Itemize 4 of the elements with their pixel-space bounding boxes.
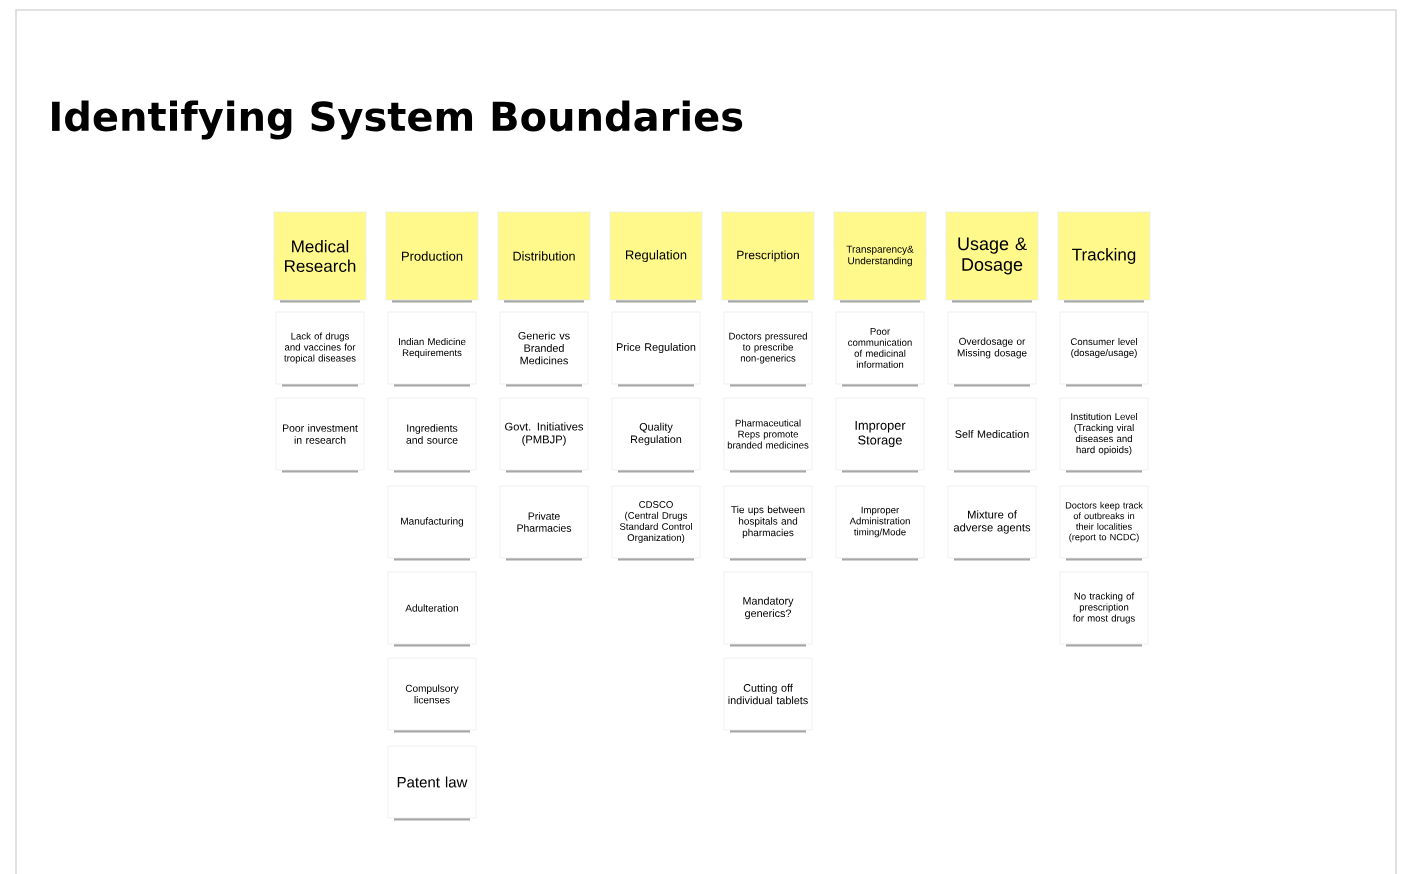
sticky-note-header: Tracking (1057, 211, 1151, 303)
sticky-note-header: Medical Research (273, 211, 367, 303)
sticky-note-header: Usage & Dosage (945, 211, 1039, 303)
title: Identifying System Boundaries (52, 100, 743, 140)
